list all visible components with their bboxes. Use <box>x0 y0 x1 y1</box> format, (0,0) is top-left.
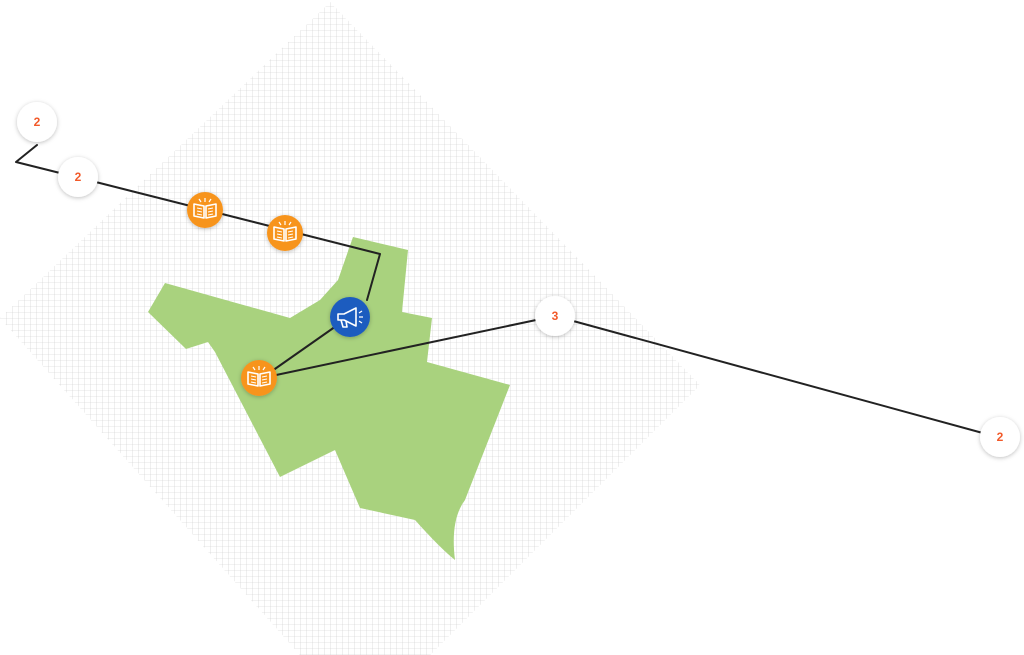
open-book-icon <box>247 366 271 387</box>
cluster-count: 2 <box>34 115 41 129</box>
cluster-count: 2 <box>997 430 1004 444</box>
cluster-badge-upper-left[interactable]: 2 <box>58 157 98 197</box>
cluster-badge-top-left[interactable]: 2 <box>17 102 57 142</box>
cluster-badge-center[interactable]: 3 <box>535 296 575 336</box>
cluster-count: 2 <box>75 170 82 184</box>
open-book-icon <box>273 221 297 242</box>
green-area <box>148 237 510 560</box>
open-book-icon <box>193 198 217 219</box>
announcement-marker[interactable] <box>330 297 370 337</box>
megaphone-icon <box>337 307 363 328</box>
library-marker-1[interactable] <box>187 192 223 228</box>
cluster-badge-right[interactable]: 2 <box>980 417 1020 457</box>
library-marker-3[interactable] <box>241 360 277 396</box>
library-marker-2[interactable] <box>267 215 303 251</box>
cluster-count: 3 <box>552 309 559 323</box>
